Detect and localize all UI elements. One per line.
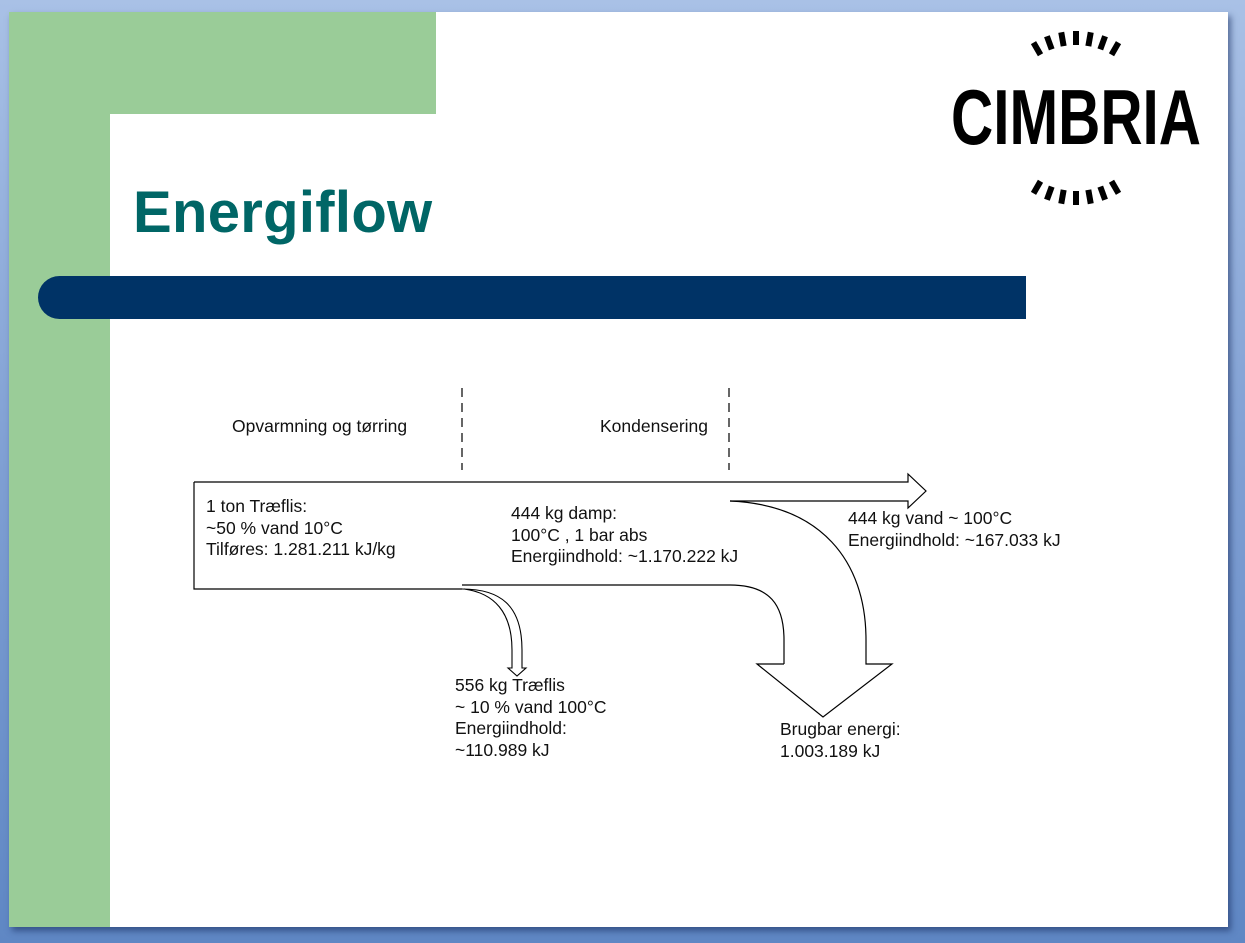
dried-chips-line: ~ 10 % vand 100°C xyxy=(455,696,607,717)
logo-dash xyxy=(1030,179,1044,195)
logo-dash xyxy=(1085,31,1094,47)
logo-dash xyxy=(1058,189,1067,205)
input-line: 1 ton Træflis: xyxy=(206,496,308,516)
logo-dash xyxy=(1030,41,1044,57)
logo-dash xyxy=(1097,185,1108,201)
slide-title: Energiflow xyxy=(133,180,433,245)
logo-dash xyxy=(1073,31,1079,45)
content-corner xyxy=(110,114,170,174)
usable-energy-line: 1.003.189 kJ xyxy=(780,740,881,761)
steam-label: 444 kg damp: 100°C , 1 bar abs Energiind… xyxy=(511,503,738,568)
dried-chips-line: ~110.989 kJ xyxy=(455,739,550,760)
usable-energy-line: Brugbar energi: xyxy=(780,719,901,739)
logo-dash xyxy=(1085,189,1094,205)
usable-energy-label: Brugbar energi: 1.003.189 kJ xyxy=(780,719,901,762)
input-line: ~50 % vand 10°C xyxy=(206,517,343,538)
steam-line: 444 kg damp: xyxy=(511,503,618,523)
logo-dash xyxy=(1097,35,1108,51)
logo-text: CIMBRIA xyxy=(951,73,1201,161)
logo-dash-ring xyxy=(1030,31,1122,205)
stage-label-condensation: Kondensering xyxy=(600,416,708,436)
steam-line: 100°C , 1 bar abs xyxy=(511,524,648,545)
steam-line: Energiindhold: ~1.170.222 kJ xyxy=(511,546,739,566)
dried-chips-line: Energiindhold: xyxy=(455,718,567,738)
stage-label-heating: Opvarmning og tørring xyxy=(232,416,408,436)
water-out-label: 444 kg vand ~ 100°C Energiindhold: ~167.… xyxy=(848,508,1061,551)
logo-dash xyxy=(1044,185,1055,201)
input-label: 1 ton Træflis: ~50 % vand 10°C Tilføres:… xyxy=(206,496,396,561)
input-line: Tilføres: 1.281.211 kJ/kg xyxy=(206,539,396,559)
cimbria-logo: CIMBRIA xyxy=(951,31,1201,205)
title-accent-bar xyxy=(38,276,1026,319)
water-out-line: 444 kg vand ~ 100°C xyxy=(848,508,1013,528)
slide: Energiflow CIMBRIA xyxy=(9,12,1228,927)
dried-chips-label: 556 kg Træflis ~ 10 % vand 100°C Energii… xyxy=(455,675,606,761)
logo-dash xyxy=(1044,35,1055,51)
logo-dash xyxy=(1108,41,1122,57)
water-out-line: Energiindhold: ~167.033 kJ xyxy=(848,529,1061,550)
green-panel-side xyxy=(9,12,110,927)
dried-chips-line: 556 kg Træflis xyxy=(455,675,565,695)
logo-dash xyxy=(1058,31,1067,47)
logo-dash xyxy=(1108,179,1122,195)
logo-dash xyxy=(1073,191,1079,205)
